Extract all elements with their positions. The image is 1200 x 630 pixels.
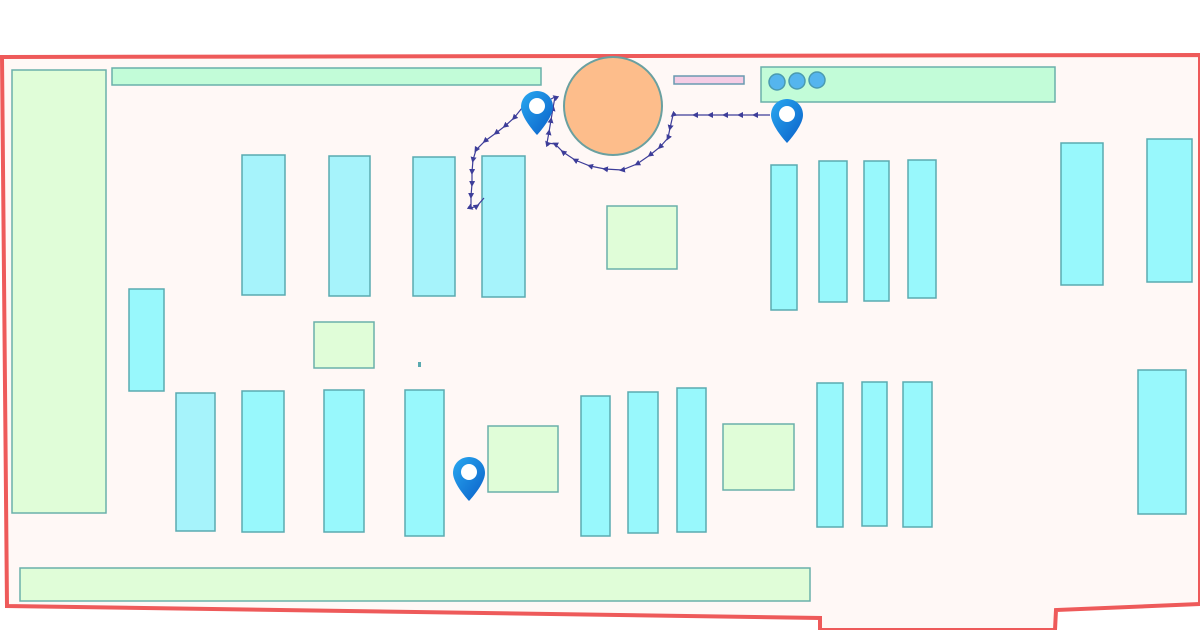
pink-bar — [673, 75, 745, 85]
floor-boundary — [0, 52, 1200, 630]
dots — [768, 71, 826, 91]
route-path — [466, 95, 770, 211]
round-area — [563, 56, 663, 156]
zones — [11, 66, 1056, 602]
